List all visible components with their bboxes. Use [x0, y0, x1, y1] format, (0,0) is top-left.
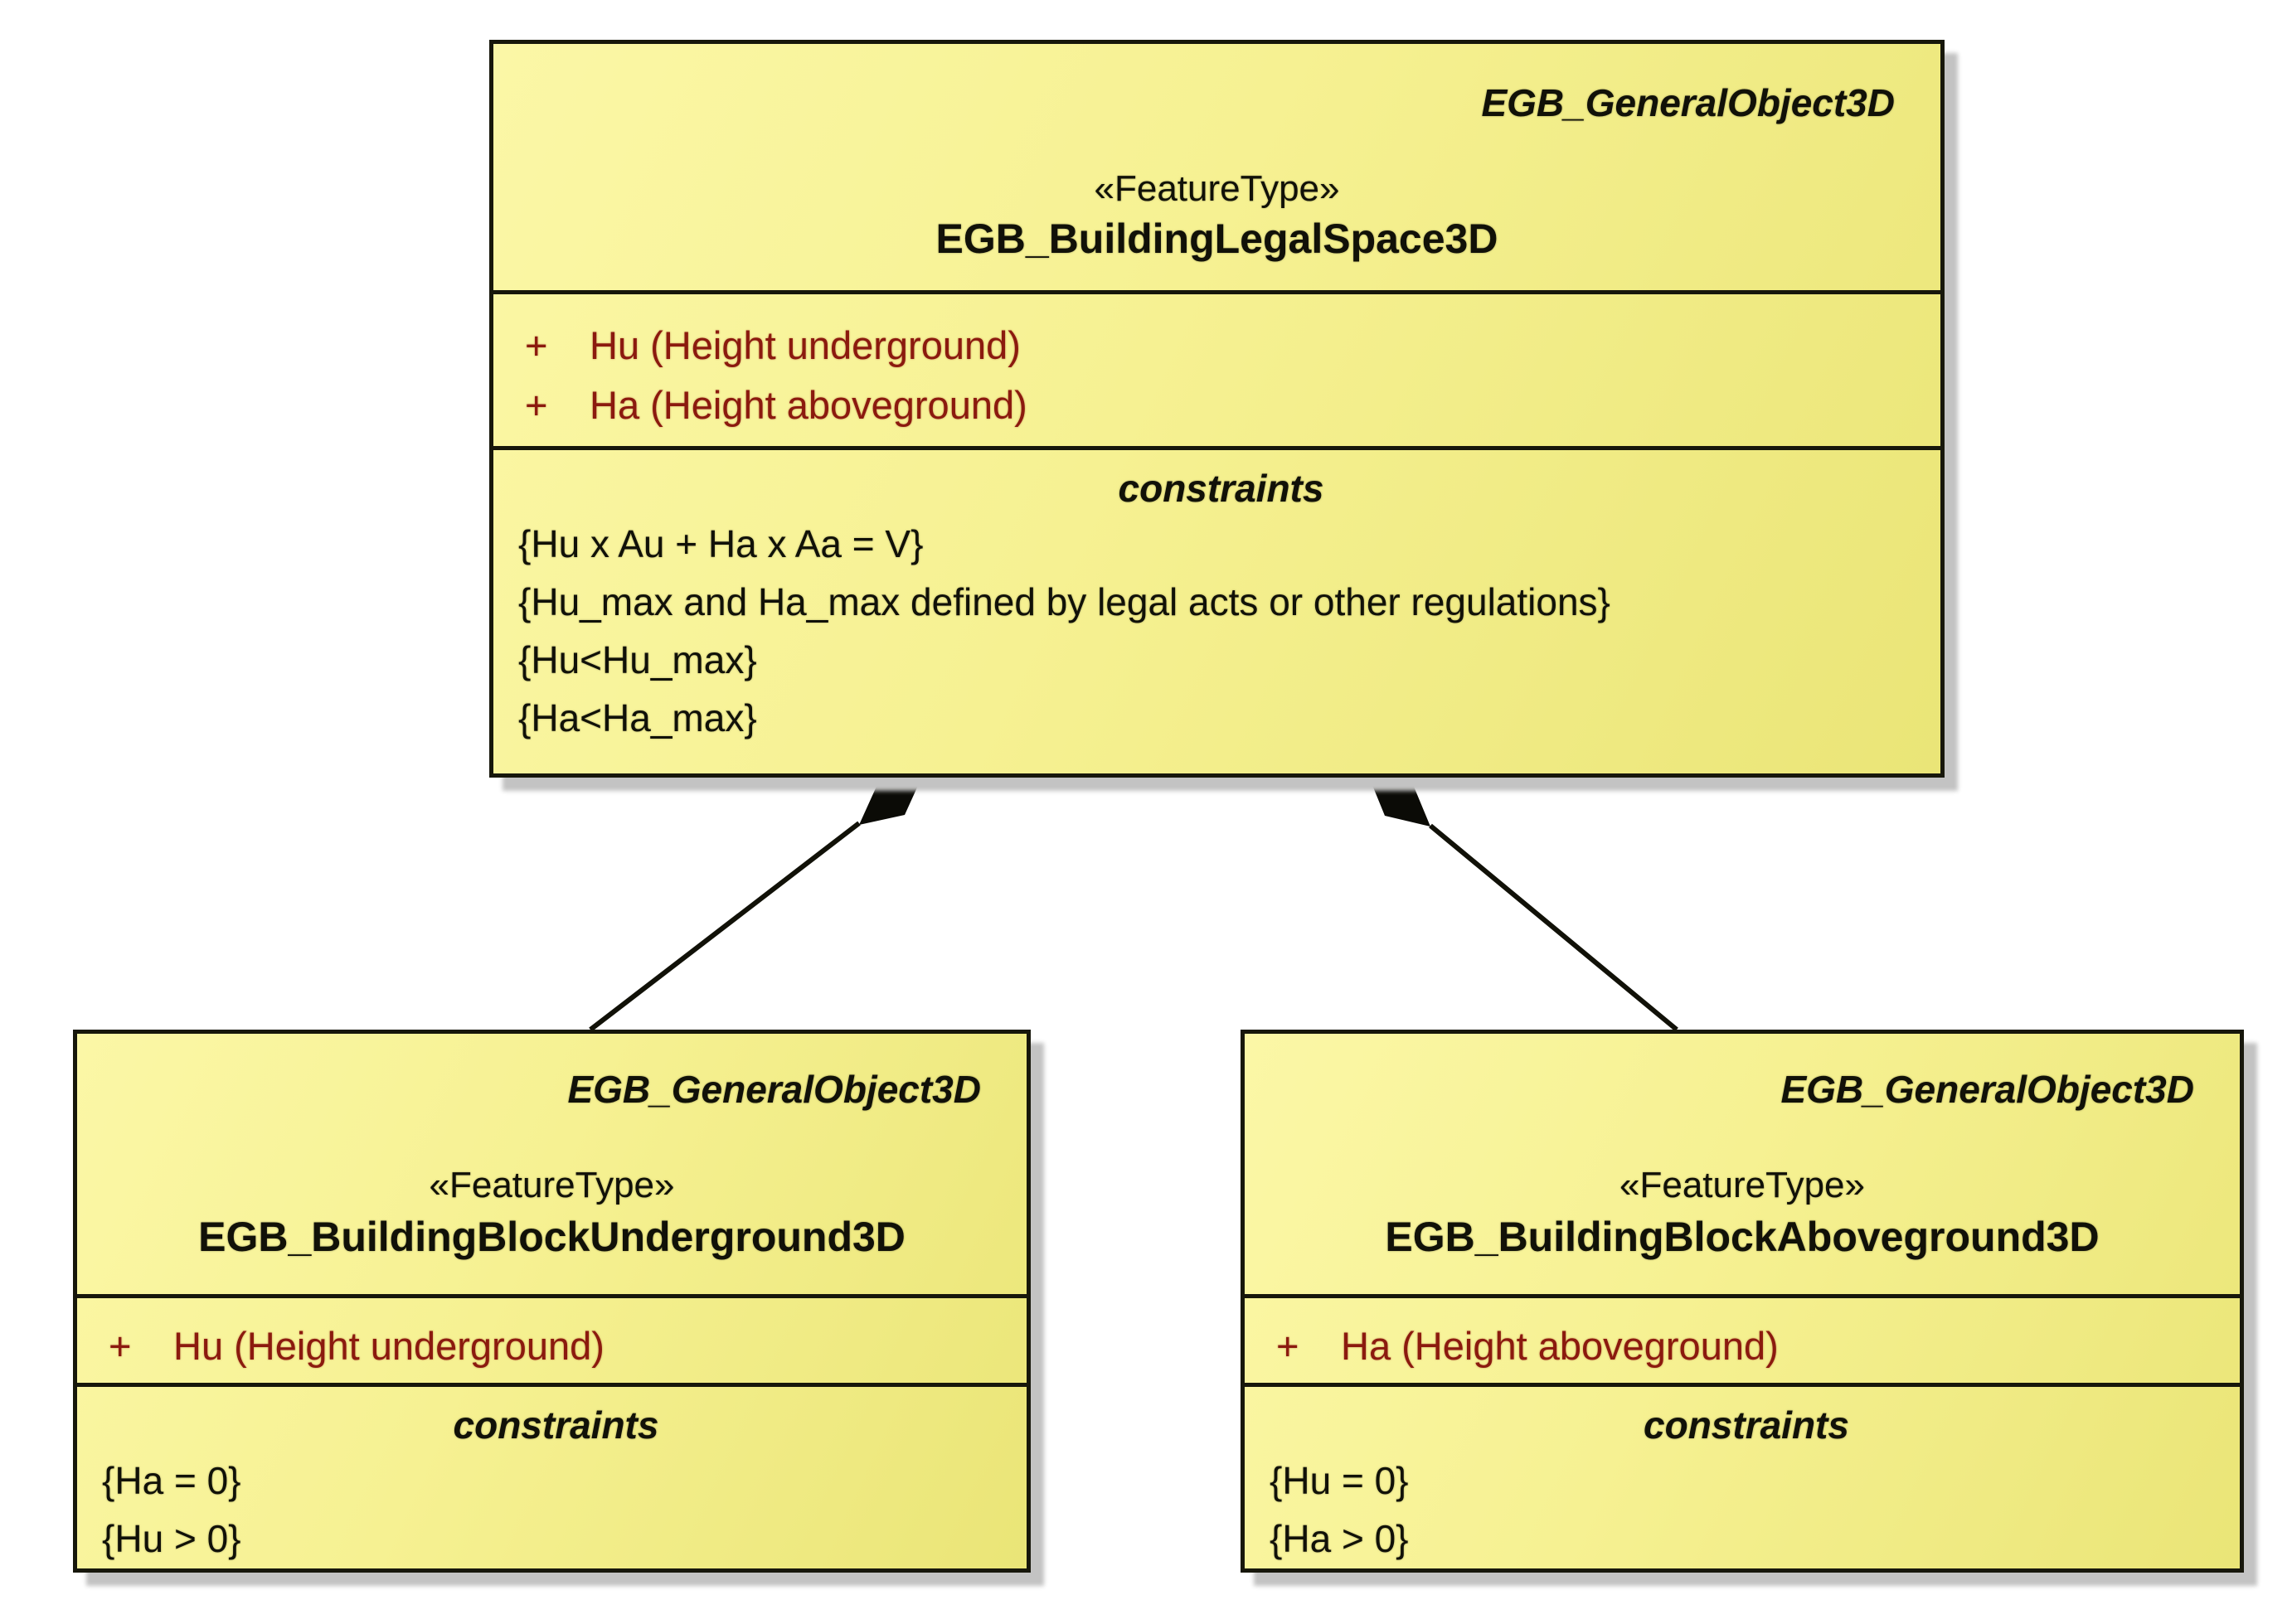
class-name: EGB_BuildingBlockAboveground3D — [1385, 1214, 2100, 1260]
class-box-building-block-underground-3d: EGB_GeneralObject3D «FeatureType» EGB_Bu… — [73, 1030, 1031, 1573]
constraints-compartment: constraints {Ha = 0} {Hu > 0} — [77, 1383, 1027, 1568]
composition-link-aboveground — [1367, 771, 1678, 1032]
class-stereotype: «FeatureType» — [1094, 168, 1340, 209]
attribute-label: Hu (Height underground) — [590, 323, 1021, 367]
attribute-visibility: + — [1276, 1324, 1299, 1368]
attribute-row: + Ha (Height aboveground) — [525, 376, 1924, 435]
attribute-label: Hu (Height underground) — [173, 1324, 605, 1368]
class-header: EGB_GeneralObject3D «FeatureType» EGB_Bu… — [1245, 1034, 2240, 1294]
attribute-label: Ha (Height aboveground) — [590, 383, 1027, 427]
class-stereotype: «FeatureType» — [429, 1165, 675, 1205]
constraint-line: {Hu x Au + Ha x Aa = V} — [518, 522, 924, 565]
constraint-line: {Hu > 0} — [102, 1517, 241, 1560]
constraints-compartment: constraints {Hu = 0} {Ha > 0} — [1245, 1383, 2240, 1568]
attributes-compartment: + Hu (Height underground) — [77, 1294, 1027, 1383]
class-parent-label: EGB_GeneralObject3D — [567, 1068, 981, 1111]
constraint-line: {Hu<Hu_max} — [518, 638, 757, 681]
class-header: EGB_GeneralObject3D «FeatureType» EGB_Bu… — [77, 1034, 1027, 1294]
attribute-row: + Hu (Height underground) — [525, 316, 1924, 376]
attributes-compartment: + Hu (Height underground) + Ha (Height a… — [493, 290, 1940, 446]
class-box-building-block-aboveground-3d: EGB_GeneralObject3D «FeatureType» EGB_Bu… — [1241, 1030, 2244, 1573]
composition-link-underground — [589, 771, 925, 1032]
class-name: EGB_BuildingBlockUnderground3D — [198, 1214, 906, 1260]
constraints-title: constraints — [1118, 467, 1324, 510]
association-line — [1429, 823, 1678, 1032]
class-box-building-legal-space-3d: EGB_GeneralObject3D «FeatureType» EGB_Bu… — [489, 40, 1945, 778]
class-parent-label: EGB_GeneralObject3D — [1481, 81, 1895, 124]
attribute-visibility: + — [525, 323, 548, 367]
association-line — [589, 821, 861, 1032]
constraint-line: {Hu_max and Ha_max defined by legal acts… — [518, 580, 1610, 623]
class-name: EGB_BuildingLegalSpace3D — [935, 216, 1498, 262]
composition-diamond-icon — [859, 771, 925, 825]
attribute-visibility: + — [525, 383, 548, 427]
constraint-line: {Ha = 0} — [102, 1459, 241, 1502]
constraints-title: constraints — [453, 1403, 659, 1447]
constraint-line: {Ha > 0} — [1270, 1517, 1409, 1560]
class-parent-label: EGB_GeneralObject3D — [1780, 1068, 2194, 1111]
attributes-compartment: + Ha (Height aboveground) — [1245, 1294, 2240, 1383]
constraints-title: constraints — [1644, 1403, 1849, 1447]
attribute-row: + Ha (Height aboveground) — [1276, 1316, 2223, 1376]
attribute-visibility: + — [109, 1324, 132, 1368]
constraint-line: {Ha<Ha_max} — [518, 696, 757, 739]
constraint-line: {Hu = 0} — [1270, 1459, 1409, 1502]
class-stereotype: «FeatureType» — [1619, 1165, 1865, 1205]
attribute-label: Ha (Height aboveground) — [1341, 1324, 1779, 1368]
constraints-compartment: constraints {Hu x Au + Ha x Aa = V} {Hu_… — [493, 446, 1940, 773]
attribute-row: + Hu (Height underground) — [109, 1316, 1010, 1376]
class-header: EGB_GeneralObject3D «FeatureType» EGB_Bu… — [493, 44, 1940, 290]
composition-diamond-icon — [1367, 771, 1430, 827]
